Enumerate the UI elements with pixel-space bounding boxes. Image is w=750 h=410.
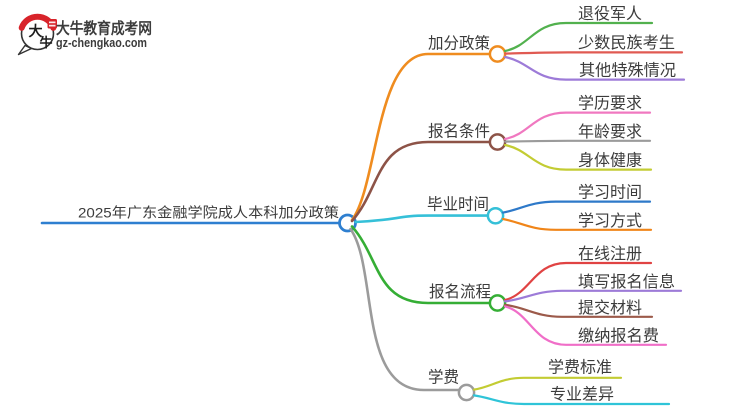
logo-char-bottom: 牛: [40, 35, 53, 50]
leaf-label-physical-health: 身体健康: [578, 152, 642, 170]
leaf-physical-health: 身体健康: [503, 143, 653, 171]
branch-node-circle-registration-conditions: [488, 133, 507, 151]
root-node: 2025年广东金融学院成人本科加分政策: [40, 205, 357, 233]
branch-line-bonus-policy: [350, 52, 492, 222]
leaf-label-online-registration: 在线注册: [578, 245, 642, 263]
leaf-education-requirement: 学历要求: [503, 95, 652, 141]
leaf-fill-registration-info: 填写报名信息: [503, 273, 683, 303]
site-logo: 大 牛 大牛教育成考网 gz-chengkao.com: [17, 13, 152, 56]
leaf-pay-registration-fee: 缴纳报名费: [503, 305, 668, 346]
logo-char-top: 大: [29, 23, 43, 39]
leaf-label-submit-materials: 提交材料: [578, 299, 642, 317]
leaf-label-pay-registration-fee: 缴纳报名费: [578, 327, 659, 345]
leaf-label-age-requirement: 年龄要求: [578, 123, 642, 141]
logo-title: 大牛教育成考网: [56, 19, 152, 38]
leaf-line-fill-registration-info: [503, 289, 683, 303]
leaf-line-other-special-cases: [503, 55, 686, 81]
leaf-line-study-method: [501, 217, 653, 231]
leaf-line-pay-registration-fee: [503, 305, 668, 346]
branch-label-tuition: 学费: [428, 369, 459, 387]
leaf-line-age-requirement: [504, 139, 652, 143]
branch-label-graduation-time: 毕业时间: [427, 196, 489, 214]
branch-label-registration-process: 报名流程: [429, 283, 491, 301]
branch-line-registration-process: [350, 225, 492, 305]
leaf-label-minority-candidates: 少数民族考生: [578, 34, 675, 52]
leaf-study-method: 学习方式: [501, 212, 653, 231]
leaf-submit-materials: 提交材料: [503, 299, 654, 318]
branch-node-circle-tuition: [457, 383, 476, 402]
leaf-study-time: 学习时间: [501, 184, 652, 214]
leaf-line-veterans: [503, 21, 654, 53]
leaf-label-fill-registration-info: 填写报名信息: [578, 273, 675, 291]
logo-subtitle: gz-chengkao.com: [56, 35, 147, 50]
leaf-label-education-requirement: 学历要求: [578, 95, 642, 113]
leaf-veterans: 退役军人: [503, 5, 654, 53]
branch-line-graduation-time: [354, 214, 490, 224]
leaf-line-study-time: [501, 200, 652, 214]
branch-graduation-time: 毕业时间 学习时间 学习方式: [354, 184, 653, 231]
leaf-line-tuition-standard: [472, 376, 623, 391]
branch-line-registration-conditions: [350, 140, 492, 223]
logo-seal-mark: [49, 24, 56, 27]
branch-node-circle-graduation-time: [486, 206, 505, 225]
leaf-line-online-registration: [503, 261, 653, 302]
branch-node-circle-registration-process: [488, 294, 507, 312]
leaf-minority-candidates: 少数民族考生: [504, 34, 684, 55]
leaf-line-submit-materials: [503, 303, 654, 318]
leaf-line-major-difference: [472, 394, 671, 406]
branch-node-circle-bonus-policy: [488, 45, 507, 63]
branch-tuition: 学费 学费标准 专业差异: [349, 227, 671, 406]
root-node-label: 2025年广东金融学院成人本科加分政策: [78, 205, 339, 221]
branch-bonus-policy: 加分政策 退役军人 少数民族考生 其他特殊情况: [350, 5, 686, 222]
leaf-other-special-cases: 其他特殊情况: [503, 55, 686, 81]
leaf-age-requirement: 年龄要求: [504, 123, 652, 143]
leaf-line-education-requirement: [503, 111, 652, 141]
leaf-line-physical-health: [503, 143, 653, 171]
leaf-label-other-special-cases: 其他特殊情况: [579, 62, 676, 80]
leaf-line-minority-candidates: [504, 51, 684, 55]
leaf-label-tuition-standard: 学费标准: [548, 359, 612, 377]
branch-registration-conditions: 报名条件 学历要求 年龄要求 身体健康: [350, 95, 653, 223]
logo-seal-mark: [49, 21, 56, 24]
leaf-label-study-time: 学习时间: [578, 184, 642, 202]
leaf-label-major-difference: 专业差异: [550, 386, 614, 404]
branch-registration-process: 报名流程 在线注册 填写报名信息 提交材料 缴纳报名费: [350, 225, 683, 346]
branch-line-tuition: [349, 227, 461, 392]
branch-label-registration-conditions: 报名条件: [428, 123, 490, 141]
leaf-tuition-standard: 学费标准: [472, 359, 623, 391]
leaf-major-difference: 专业差异: [472, 386, 671, 406]
leaf-label-study-method: 学习方式: [578, 212, 642, 230]
leaf-online-registration: 在线注册: [503, 245, 653, 302]
branch-label-bonus-policy: 加分政策: [428, 35, 490, 53]
leaf-label-veterans: 退役军人: [578, 5, 642, 23]
